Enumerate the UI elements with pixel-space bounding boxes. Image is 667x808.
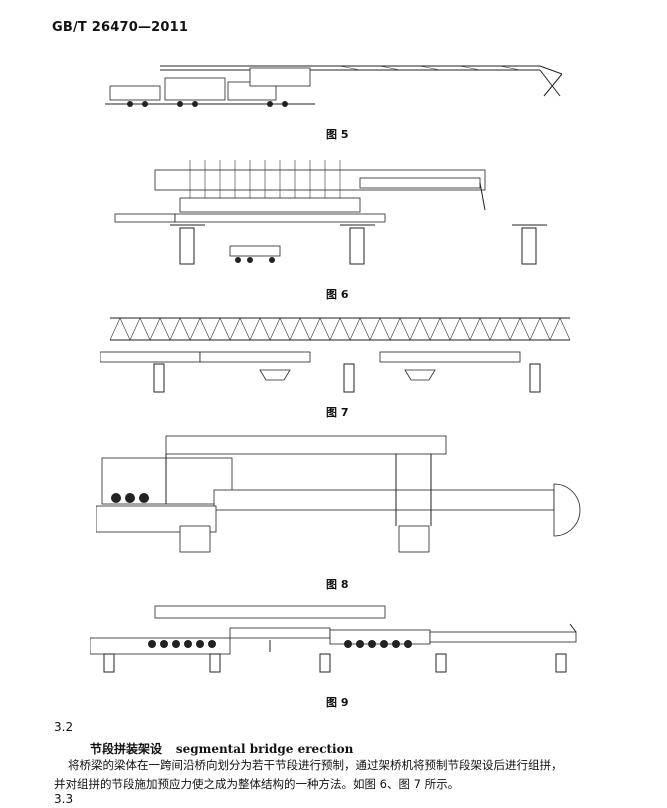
figure-5-caption: 图 5 bbox=[326, 128, 349, 141]
figure-9-caption: 图 9 bbox=[326, 696, 349, 709]
section-number-3-3: 3.3 bbox=[54, 792, 74, 806]
figure-6-caption: 图 6 bbox=[326, 288, 349, 301]
term-en: segmental bridge erection bbox=[175, 742, 354, 756]
figure-8-drawing bbox=[96, 435, 581, 553]
figure-7-caption: 图 7 bbox=[326, 406, 349, 419]
section-number-3-2: 3.2 bbox=[54, 720, 74, 734]
figure-6-drawing bbox=[114, 160, 547, 265]
definition-line-2: 并对组拼的节段施加预应力使之成为整体结构的一种方法。如图 6、图 7 所示。 bbox=[54, 777, 460, 791]
figure-7-drawing bbox=[100, 317, 571, 393]
term-heading: 节段拼装架设 segmental bridge erection bbox=[90, 740, 353, 757]
figure-8-caption: 图 8 bbox=[326, 578, 349, 591]
figure-5-drawing bbox=[105, 65, 563, 107]
figure-9-drawing bbox=[90, 605, 577, 673]
term-zh: 节段拼装架设 bbox=[90, 742, 163, 756]
standard-number: GB/T 26470—2011 bbox=[52, 20, 189, 35]
definition-line-1: 将桥梁的梁体在一跨间沿桥向划分为若干节段进行预制，通过架桥机将预制节段架设后进行… bbox=[68, 758, 563, 772]
